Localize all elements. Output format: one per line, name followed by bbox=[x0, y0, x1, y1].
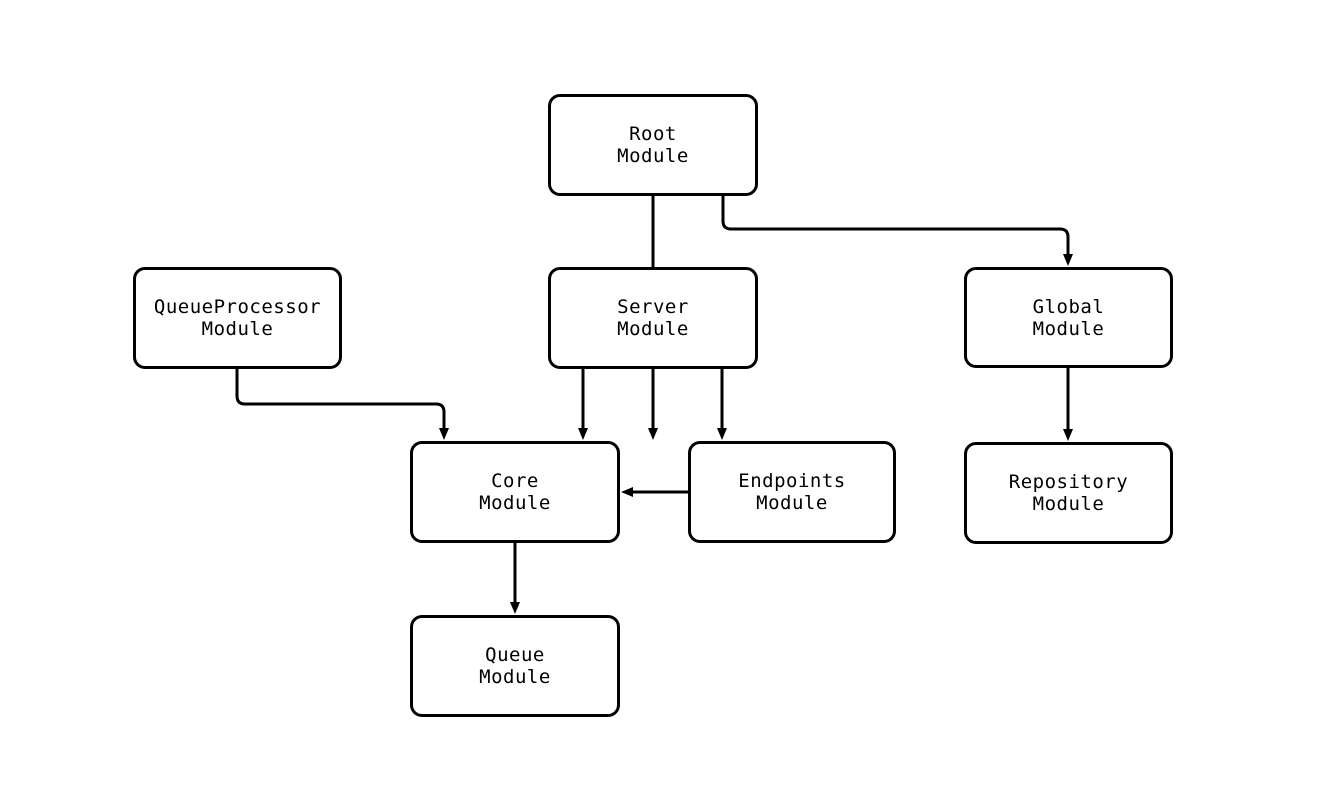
node-repository-module[interactable]: Repository Module bbox=[964, 442, 1173, 544]
node-queue-module[interactable]: Queue Module bbox=[410, 615, 620, 717]
node-global-module[interactable]: Global Module bbox=[964, 267, 1173, 368]
node-endpoints-module-line2: Module bbox=[756, 492, 828, 514]
node-global-module-line2: Module bbox=[1032, 317, 1105, 340]
node-core-module[interactable]: Core Module bbox=[410, 441, 620, 543]
node-server-module-line1: Server bbox=[617, 296, 689, 318]
node-repository-module-line1: Repository bbox=[1008, 471, 1129, 493]
edge-queueprocessor-to-core bbox=[235, 369, 449, 440]
node-queue-module-line2: Module bbox=[479, 666, 551, 688]
node-queueprocessor-module-line1: QueueProcessor bbox=[153, 296, 322, 318]
node-queueprocessor-module-line2: Module bbox=[201, 318, 274, 340]
node-queue-module-line1: Queue bbox=[485, 644, 545, 666]
node-root-module-line1: Root bbox=[629, 123, 677, 145]
node-core-module-line1: Core bbox=[491, 470, 539, 492]
node-server-module-line2: Module bbox=[617, 318, 689, 340]
node-repository-module-line2: Module bbox=[1032, 493, 1105, 515]
node-queueprocessor-module[interactable]: QueueProcessor Module bbox=[133, 267, 342, 369]
node-endpoints-module[interactable]: Endpoints Module bbox=[688, 441, 896, 543]
node-root-module-line2: Module bbox=[617, 145, 689, 167]
edge-root-to-global bbox=[721, 196, 1073, 266]
node-endpoints-module-line1: Endpoints bbox=[738, 470, 846, 492]
node-root-module[interactable]: Root Module bbox=[548, 94, 758, 196]
node-server-module[interactable]: Server Module bbox=[548, 267, 758, 369]
node-global-module-line1: Global bbox=[1032, 295, 1105, 318]
node-core-module-line2: Module bbox=[479, 492, 551, 514]
